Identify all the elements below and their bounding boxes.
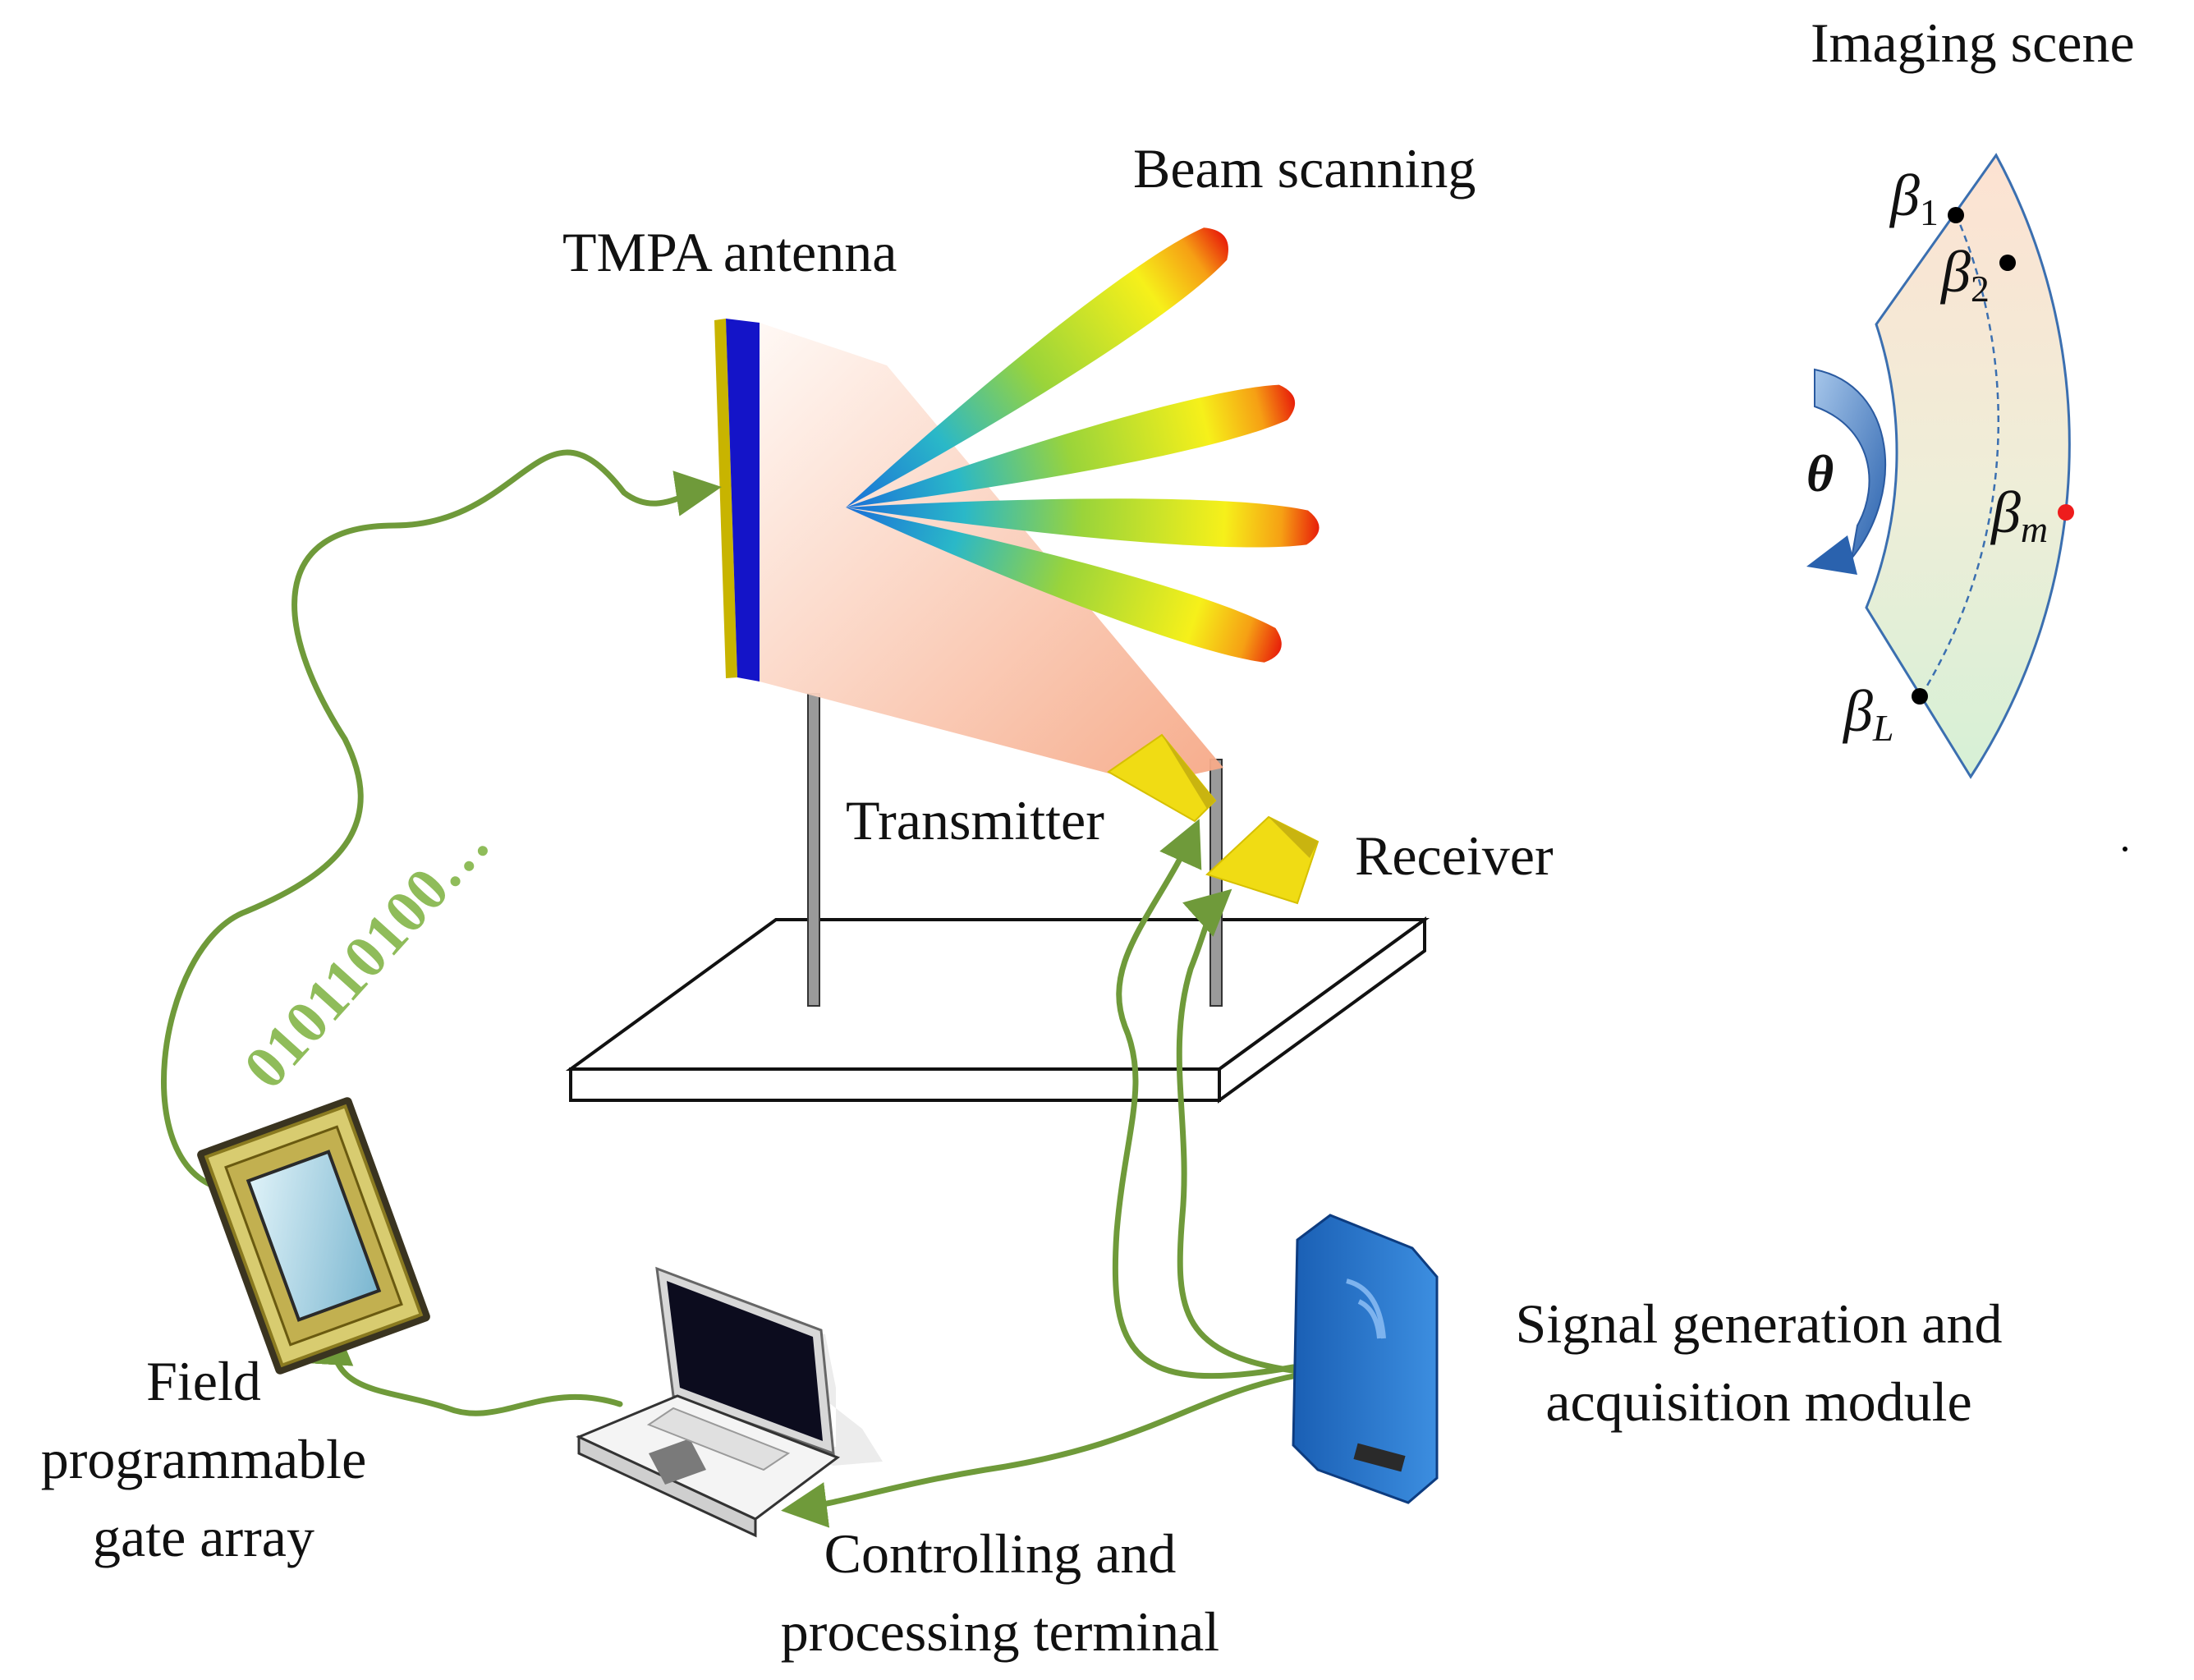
stray-dot [2123, 847, 2127, 851]
transmitter-label: Transmitter [846, 789, 1104, 851]
cable-terminal-to-fpga [307, 1319, 623, 1416]
beta-m-label: βm [1990, 480, 2048, 550]
beta-2-label: β2 [1939, 239, 1990, 310]
module-label-line2: acquisition module [1545, 1370, 1971, 1433]
module-label-line1: Signal generation and [1516, 1292, 2003, 1355]
fpga-label-line3: gate array [93, 1506, 314, 1568]
receiver-horn [1205, 815, 1320, 905]
cable-module-to-terminal [781, 1372, 1301, 1528]
point-beta-1 [1948, 207, 1964, 223]
cables [161, 449, 1301, 1528]
beam-lobe-4 [846, 507, 1282, 663]
point-beta-L [1912, 688, 1928, 705]
point-beta-2 [1999, 255, 2016, 271]
beta-1-symbol: β [1889, 163, 1920, 228]
beam-lobe-3 [846, 498, 1320, 548]
imaging-scene [1806, 153, 2074, 779]
point-beta-m [2058, 504, 2074, 521]
cable-module-to-transmitter [1112, 819, 1297, 1379]
terminal-label-line2: processing terminal [781, 1600, 1219, 1663]
beta-m-subscript: m [2021, 508, 2048, 550]
fpga-label-line2: programmable [41, 1428, 367, 1490]
beam-lobe-2 [846, 384, 1296, 507]
terminal-label-line1: Controlling and [824, 1522, 1177, 1585]
imaging-scene-title: Imaging scene [1811, 11, 2135, 74]
beta-2-symbol: β [1939, 239, 1971, 305]
beta-L-subscript: L [1872, 707, 1894, 749]
beam-scanning-label: Beam scanning [1133, 137, 1476, 200]
theta-label: θ [1806, 444, 1834, 503]
platform [565, 916, 1430, 1104]
scan-arc [1918, 213, 2000, 699]
tmpa-antenna-label: TMPA antenna [562, 221, 897, 283]
beam-lobe-1 [846, 227, 1228, 507]
transmitter-horn [1107, 733, 1217, 823]
bit-stream-label: 010110100… [232, 810, 503, 1101]
rotation-arrowhead [1806, 535, 1857, 575]
receiver-label: Receiver [1355, 824, 1554, 887]
cable-fpga-to-antenna [161, 449, 722, 1194]
beta-L-label: βL [1842, 678, 1893, 749]
signal-module [1292, 1214, 1439, 1504]
beta-L-symbol: β [1842, 678, 1873, 744]
beta-m-symbol: β [1990, 480, 2021, 545]
beta-1-label: β1 [1889, 163, 1939, 233]
laptop [576, 1266, 883, 1538]
beta-1-subscript: 1 [1920, 191, 1939, 233]
beam-lobes [846, 227, 1320, 663]
cable-module-to-receiver [1176, 888, 1301, 1375]
fpga-chip [197, 1097, 430, 1375]
tmpa-antenna [714, 319, 760, 682]
transmitter-pole [807, 693, 820, 1007]
scene-sector [1865, 153, 2071, 779]
beta-2-subscript: 2 [1971, 268, 1990, 310]
fpga-label-line1: Field [146, 1350, 261, 1412]
